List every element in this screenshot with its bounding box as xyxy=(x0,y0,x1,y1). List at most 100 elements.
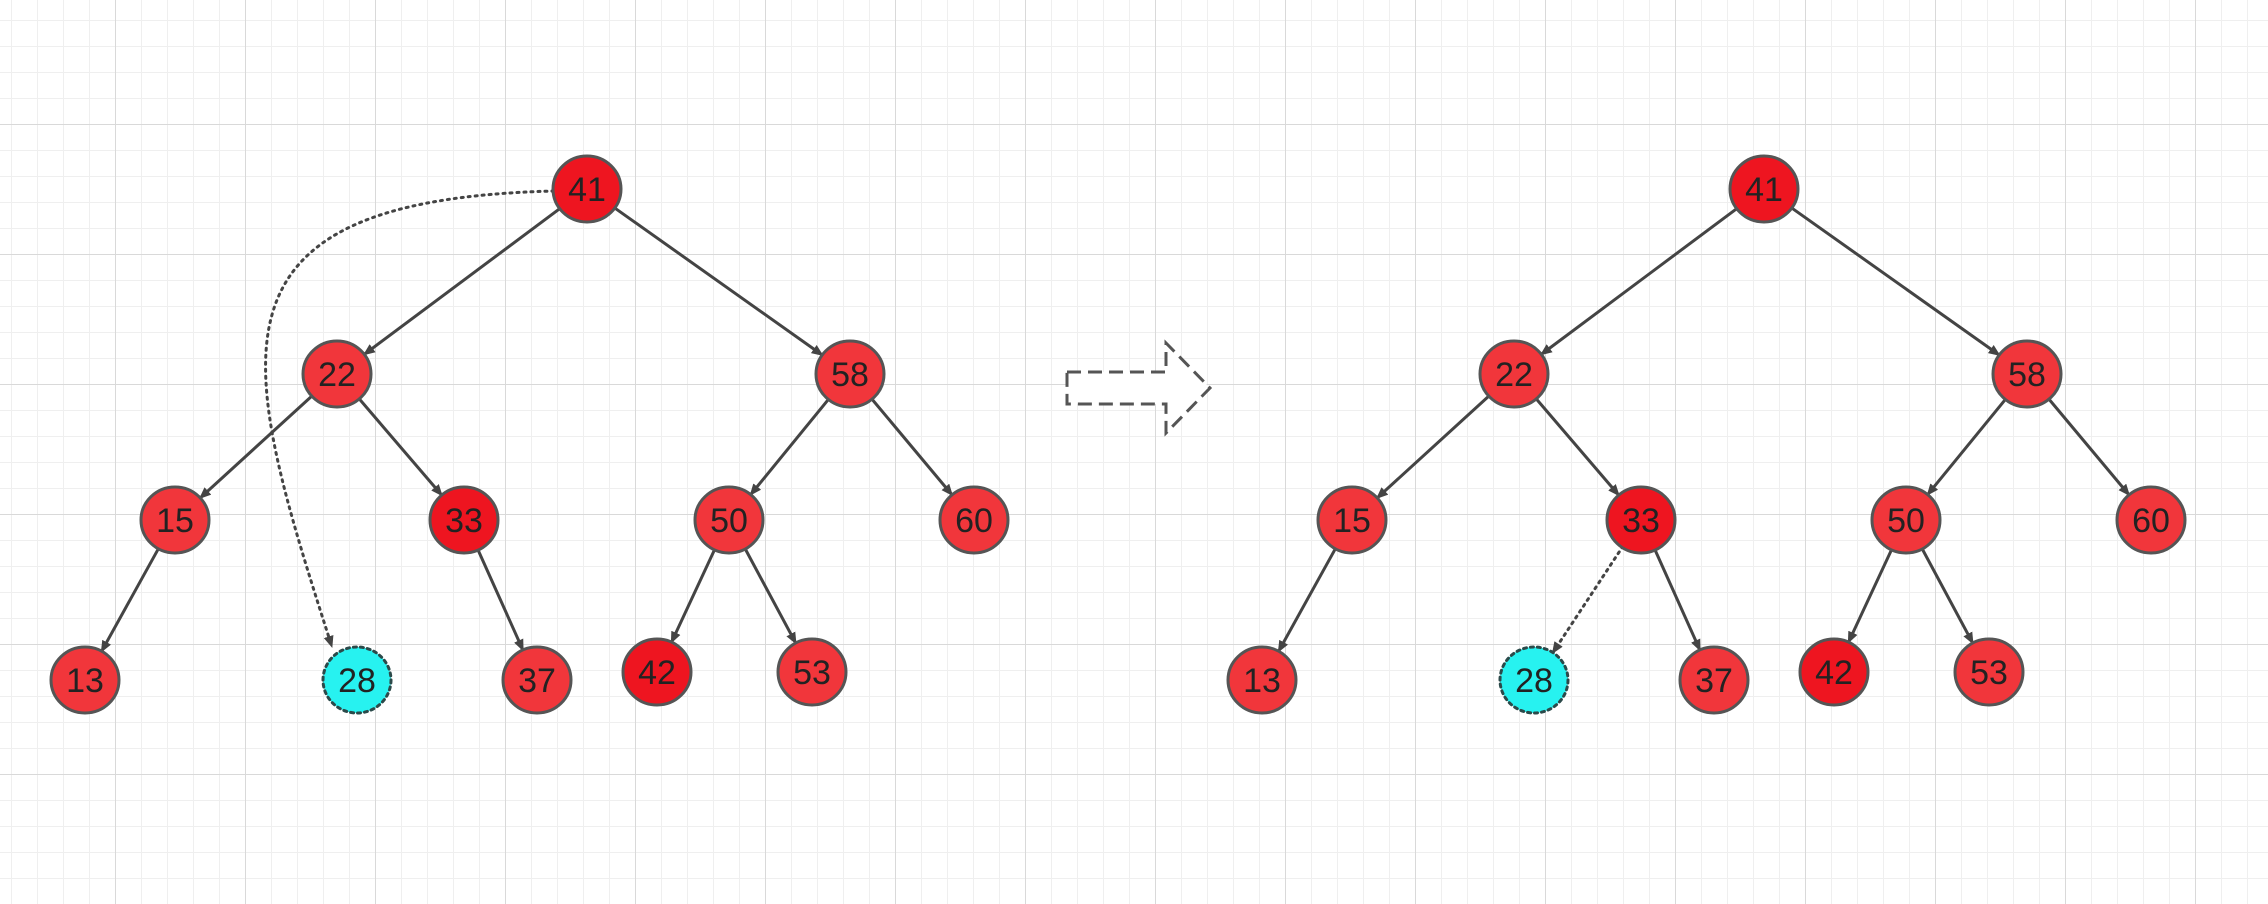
before-edge-58-50 xyxy=(749,397,831,497)
before-node-53: 53 xyxy=(776,637,848,707)
after-node-label: 60 xyxy=(2132,502,2170,540)
after-node-label: 58 xyxy=(2008,356,2046,394)
after-node-label: 15 xyxy=(1333,502,1371,540)
after-node-53: 53 xyxy=(1953,637,2025,707)
after-node-50: 50 xyxy=(1870,485,1942,555)
before-edge-41-58 xyxy=(612,205,824,357)
after-node-label: 41 xyxy=(1745,171,1783,209)
after-node-label: 28 xyxy=(1515,662,1553,700)
before-edge-50-42 xyxy=(669,547,717,644)
before-node-circle xyxy=(428,485,500,555)
before-node-label: 58 xyxy=(831,356,869,394)
after-node-label: 13 xyxy=(1243,662,1281,700)
after-node-circle xyxy=(1728,154,1800,224)
before-node-41: 41 xyxy=(551,154,623,224)
before-edge-22-33 xyxy=(357,396,444,497)
before-node-37: 37 xyxy=(501,645,573,715)
after-node-circle xyxy=(1478,339,1550,409)
before-node-label: 42 xyxy=(638,654,676,692)
after-tree: 41 22 58 15 33 50 60 13 28 37 42 53 xyxy=(1226,154,2187,715)
after-node-circle xyxy=(1316,485,1388,555)
after-edge-33-28 xyxy=(1551,544,1625,655)
after-tree-edges xyxy=(1277,205,2131,655)
after-node-label: 42 xyxy=(1815,654,1853,692)
after-node-circle xyxy=(2115,485,2187,555)
before-node-60: 60 xyxy=(938,485,1010,555)
before-node-label: 15 xyxy=(156,502,194,540)
dashed-right-arrow-icon xyxy=(1065,339,1213,437)
before-tree: 41 22 58 15 33 50 60 13 28 37 42 53 xyxy=(49,154,1010,715)
after-node-label: 37 xyxy=(1695,662,1733,700)
after-node-circle xyxy=(1226,645,1298,715)
after-node-circle xyxy=(1605,485,1677,555)
before-node-label: 28 xyxy=(338,662,376,700)
after-node-circle xyxy=(1953,637,2025,707)
before-edge-33-37 xyxy=(476,547,525,652)
after-node-37: 37 xyxy=(1678,645,1750,715)
before-node-22: 22 xyxy=(301,339,373,409)
before-edge-41-28 xyxy=(264,189,556,649)
after-node-label: 22 xyxy=(1495,356,1533,394)
before-tree-edges xyxy=(100,189,954,653)
before-node-circle xyxy=(551,154,623,224)
after-node-41: 41 xyxy=(1728,154,1800,224)
before-node-15: 15 xyxy=(139,485,211,555)
after-edge-41-22 xyxy=(1539,206,1739,356)
after-node-58: 58 xyxy=(1991,339,2063,409)
before-edge-50-53 xyxy=(743,546,798,645)
before-edge-58-60 xyxy=(869,396,954,497)
after-tree-nodes: 41 22 58 15 33 50 60 13 28 37 42 53 xyxy=(1226,154,2187,715)
before-node-label: 60 xyxy=(955,502,993,540)
after-node-22: 22 xyxy=(1478,339,1550,409)
before-node-circle xyxy=(139,485,211,555)
after-node-28: 28 xyxy=(1498,645,1570,715)
after-edge-15-13 xyxy=(1277,546,1338,653)
before-node-circle xyxy=(621,637,693,707)
before-node-label: 53 xyxy=(793,654,831,692)
before-node-circle xyxy=(938,485,1010,555)
before-edge-41-22 xyxy=(362,206,562,356)
after-edge-58-50 xyxy=(1926,397,2008,497)
after-node-label: 53 xyxy=(1970,654,2008,692)
after-node-circle xyxy=(1798,637,1870,707)
after-edge-58-60 xyxy=(2046,396,2131,497)
before-edge-22-15 xyxy=(198,393,315,500)
after-edge-22-33 xyxy=(1534,396,1621,497)
before-node-label: 50 xyxy=(710,502,748,540)
after-node-60: 60 xyxy=(2115,485,2187,555)
before-node-circle xyxy=(49,645,121,715)
after-edge-33-37 xyxy=(1653,547,1702,652)
before-node-circle xyxy=(776,637,848,707)
after-node-42: 42 xyxy=(1798,637,1870,707)
after-node-circle xyxy=(1678,645,1750,715)
after-node-label: 50 xyxy=(1887,502,1925,540)
before-node-13: 13 xyxy=(49,645,121,715)
before-node-label: 33 xyxy=(445,502,483,540)
before-node-label: 13 xyxy=(66,662,104,700)
before-node-28: 28 xyxy=(321,645,393,715)
after-node-33: 33 xyxy=(1605,485,1677,555)
before-node-label: 41 xyxy=(568,171,606,209)
before-edge-15-13 xyxy=(100,546,161,653)
before-node-50: 50 xyxy=(693,485,765,555)
before-node-label: 22 xyxy=(318,356,356,394)
before-node-circle xyxy=(814,339,886,409)
before-node-label: 37 xyxy=(518,662,556,700)
before-node-58: 58 xyxy=(814,339,886,409)
after-edge-50-53 xyxy=(1920,546,1975,645)
before-node-circle xyxy=(321,645,393,715)
after-node-label: 33 xyxy=(1622,502,1660,540)
after-node-15: 15 xyxy=(1316,485,1388,555)
before-node-33: 33 xyxy=(428,485,500,555)
after-edge-50-42 xyxy=(1846,547,1894,644)
after-node-circle xyxy=(1870,485,1942,555)
after-edge-41-58 xyxy=(1789,205,2001,357)
before-node-circle xyxy=(693,485,765,555)
after-edge-22-15 xyxy=(1375,393,1492,500)
before-node-circle xyxy=(501,645,573,715)
before-node-42: 42 xyxy=(621,637,693,707)
after-node-circle xyxy=(1991,339,2063,409)
before-tree-nodes: 41 22 58 15 33 50 60 13 28 37 42 53 xyxy=(49,154,1010,715)
before-node-circle xyxy=(301,339,373,409)
